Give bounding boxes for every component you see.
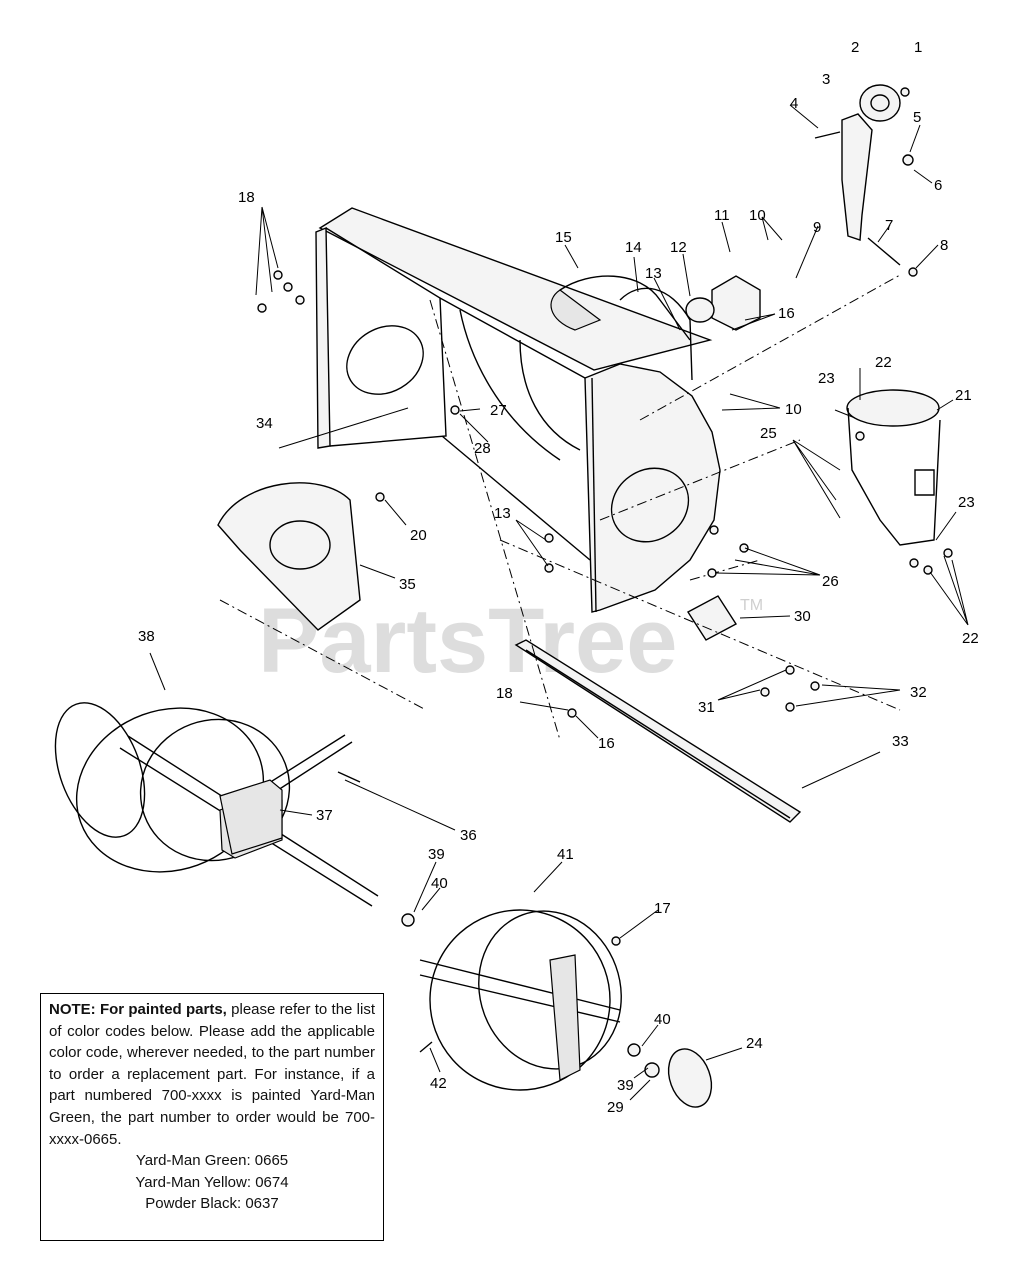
callout-12: 12: [670, 239, 687, 256]
color-code-item: Powder Black: 0637: [145, 1195, 279, 1213]
auger-housing: [315, 207, 721, 613]
callout-8: 8: [940, 237, 948, 254]
callout-3: 3: [822, 71, 830, 88]
hardware: [257, 87, 953, 1108]
callout-34: 34: [256, 415, 273, 432]
assembly-lines: [219, 274, 901, 741]
callout-23-right: 23: [958, 494, 975, 511]
impeller-housing-half: [217, 482, 361, 631]
callout-18-bottom: 18: [496, 685, 513, 702]
callout-1: 1: [914, 39, 922, 56]
note-text: NOTE: For painted parts, please refer to…: [49, 999, 375, 1150]
callout-17: 17: [654, 900, 671, 917]
callout-33: 33: [892, 733, 909, 750]
color-code-item: Yard-Man Yellow: 0674: [135, 1173, 289, 1191]
callout-2: 2: [851, 39, 859, 56]
callout-32: 32: [910, 684, 927, 701]
note-body: please refer to the list of color codes …: [49, 1001, 376, 1148]
callout-26: 26: [822, 573, 839, 590]
callout-36: 36: [460, 827, 477, 844]
idler-assembly: [814, 84, 901, 266]
painted-parts-note: NOTE: For painted parts, please refer to…: [40, 993, 384, 1241]
color-code-item: Yard-Man Green: 0665: [135, 1152, 289, 1170]
skid-shoe: [687, 595, 737, 641]
callout-29: 29: [607, 1099, 624, 1116]
callout-41: 41: [557, 846, 574, 863]
callout-14: 14: [625, 239, 642, 256]
callout-21: 21: [955, 387, 972, 404]
callout-40-top: 40: [431, 875, 448, 892]
callout-39-top: 39: [428, 846, 445, 863]
callout-16-bottom: 16: [598, 735, 615, 752]
callout-22-bottom: 22: [962, 630, 979, 647]
callout-40-bottom: 40: [654, 1011, 671, 1028]
callout-25: 25: [760, 425, 777, 442]
callout-4: 4: [790, 95, 798, 112]
callouts: 1 2 3 4 5 6 7 8 9 10 10 11 12 13 14 15 1…: [138, 39, 979, 1116]
leader-lines: [149, 104, 969, 1101]
callout-10-top: 10: [749, 207, 766, 224]
callout-28: 28: [474, 440, 491, 457]
callout-13-top: 13: [645, 265, 662, 282]
callout-5: 5: [913, 109, 921, 126]
callout-20: 20: [410, 527, 427, 544]
callout-35: 35: [399, 576, 416, 593]
gear-box: [219, 779, 283, 855]
callout-13-mid: 13: [494, 505, 511, 522]
callout-27: 27: [490, 402, 507, 419]
callout-22-top: 22: [875, 354, 892, 371]
callout-42: 42: [430, 1075, 447, 1092]
callout-6: 6: [934, 177, 942, 194]
chute-elbow: [846, 389, 941, 546]
color-codes-list: Yard-Man Green: 0665 Yard-Man Yellow: 06…: [49, 1150, 375, 1215]
callout-30: 30: [794, 608, 811, 625]
scraper-bar: [514, 639, 802, 823]
callout-24: 24: [746, 1035, 763, 1052]
callout-18-top: 18: [238, 189, 255, 206]
callout-16-top: 16: [778, 305, 795, 322]
callout-31: 31: [698, 699, 715, 716]
callout-38: 38: [138, 628, 155, 645]
watermark-tm: TM: [740, 597, 763, 614]
callout-23-top: 23: [818, 370, 835, 387]
callout-7: 7: [885, 217, 893, 234]
bearing-plate: [685, 275, 761, 331]
callout-11: 11: [714, 207, 730, 224]
note-bold-prefix: NOTE: For painted parts,: [49, 1001, 227, 1018]
callout-39-bottom: 39: [617, 1077, 634, 1094]
callout-37: 37: [316, 807, 333, 824]
callout-9: 9: [813, 219, 821, 236]
callout-10-mid: 10: [785, 401, 802, 418]
callout-15: 15: [555, 229, 572, 246]
